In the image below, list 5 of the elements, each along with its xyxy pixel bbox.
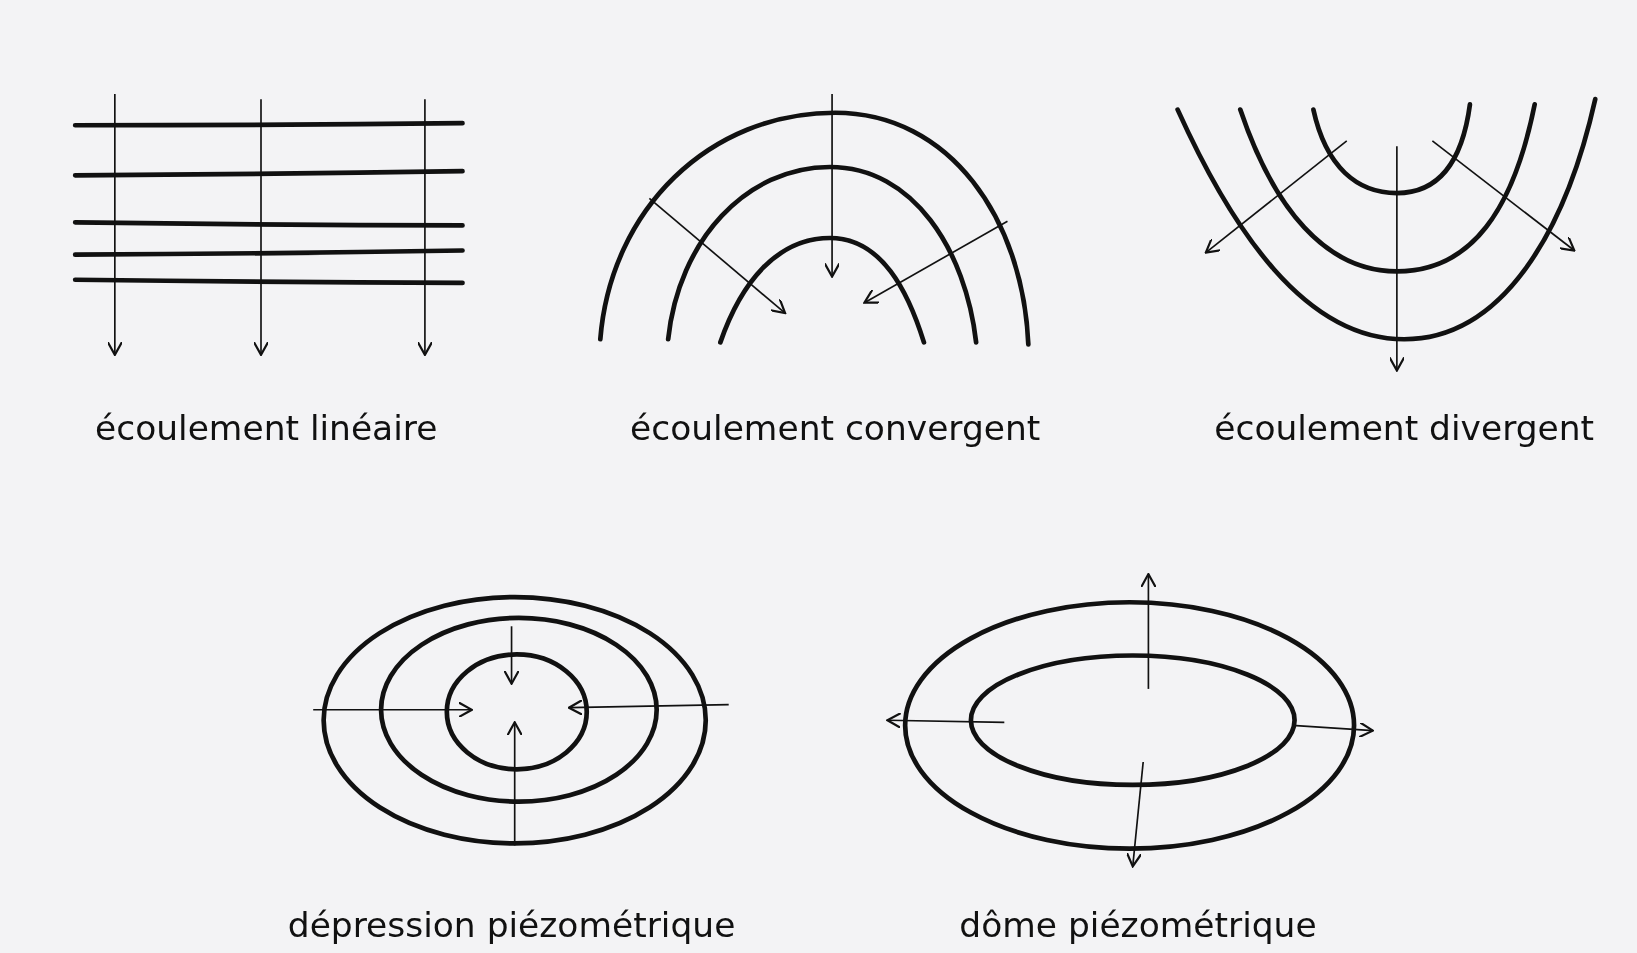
caption: écoulement convergent (630, 407, 1041, 449)
caption: dôme piézométrique (959, 904, 1317, 946)
caption: écoulement divergent (1214, 407, 1595, 449)
caption: dépression piézométrique (287, 904, 736, 946)
caption: écoulement linéaire (95, 407, 438, 449)
